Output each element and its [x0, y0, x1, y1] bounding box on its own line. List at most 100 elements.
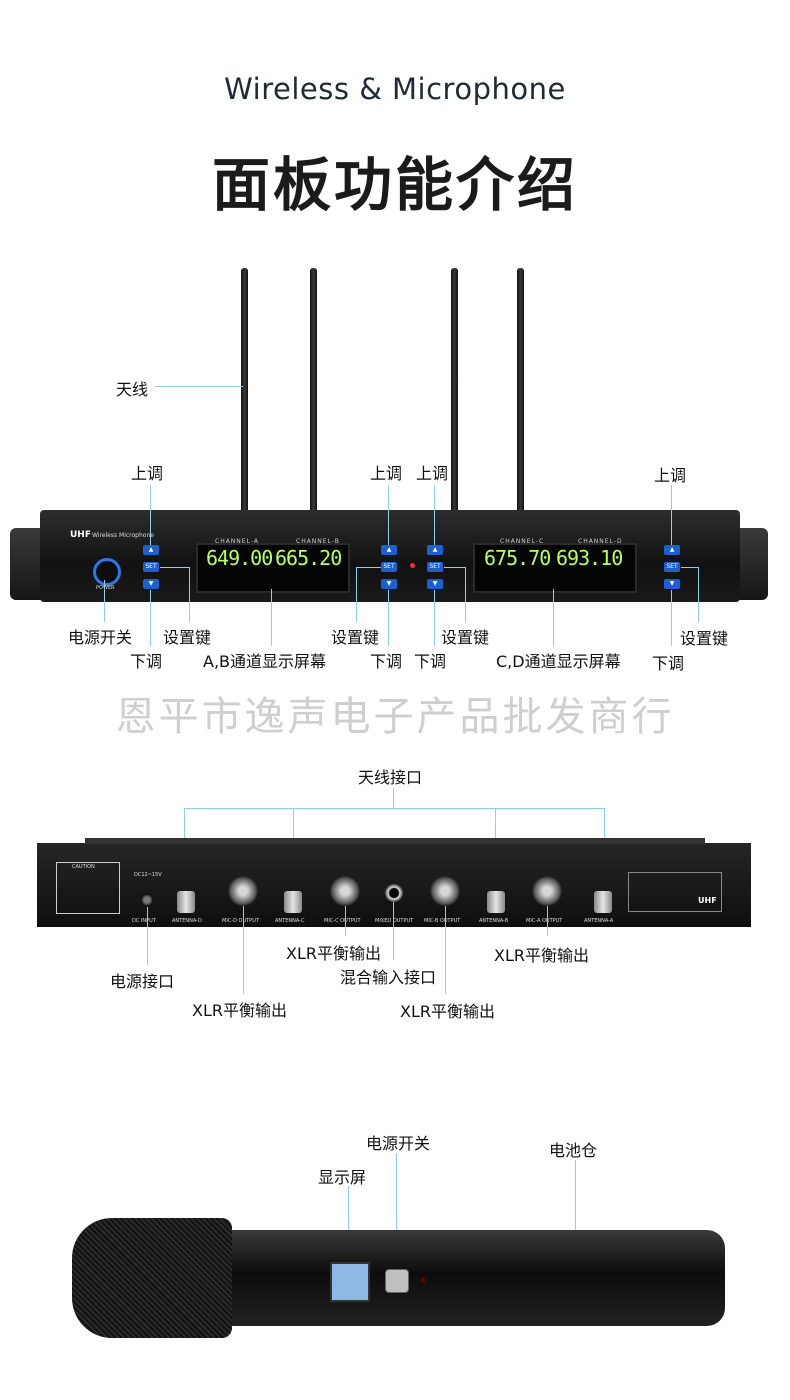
- rear-top-rail: [85, 838, 705, 844]
- microphone-led: [420, 1277, 426, 1283]
- callout-up-a: [150, 485, 151, 545]
- channel-d-label: CHANNEL-D: [578, 538, 623, 545]
- label-mic-battery: 电池仓: [549, 1141, 598, 1160]
- display-cd: [473, 543, 637, 593]
- callout-set-b: [356, 567, 381, 568]
- front-brand-sub: Wireless Microphone: [92, 532, 154, 539]
- label-down-c: 下调: [414, 652, 447, 671]
- callout-mic-power: [396, 1153, 397, 1275]
- callout-down-a: [150, 590, 151, 646]
- antenna-3: [451, 268, 458, 518]
- label-down-d: 下调: [652, 654, 685, 673]
- callout-ab-display: [271, 589, 272, 646]
- mixed-output-jack: [385, 884, 403, 902]
- callout-mic-battery: [575, 1160, 576, 1280]
- callout-set-d: [681, 567, 698, 568]
- label-up-d: 上调: [654, 466, 687, 485]
- port-text-mixed: MIXED OUTPUT: [375, 918, 414, 924]
- power-knob[interactable]: [93, 558, 121, 586]
- label-set-a: 设置键: [163, 628, 212, 647]
- port-text-dc: DC INPUT: [132, 918, 156, 924]
- antenna-a-port: [594, 891, 612, 913]
- label-antenna-port: 天线接口: [358, 768, 423, 787]
- down-button-c[interactable]: ▼: [427, 579, 443, 589]
- mic-b-output: [430, 876, 460, 906]
- up-button-b[interactable]: ▲: [381, 545, 397, 555]
- freq-a: 649.00: [206, 546, 273, 570]
- callout-down-b: [388, 590, 389, 646]
- antenna-4: [517, 268, 524, 518]
- antenna-1: [241, 268, 248, 518]
- header-subtitle: Wireless & Microphone: [224, 72, 566, 106]
- label-set-b: 设置键: [331, 628, 380, 647]
- freq-b: 665.20: [275, 546, 342, 570]
- label-mic-display: 显示屏: [318, 1168, 367, 1187]
- microphone-grille: [72, 1218, 232, 1338]
- port-text-ant-d: ANTENNA-D: [172, 918, 202, 924]
- power-text: POWER: [96, 585, 115, 591]
- callout-power-port: [147, 907, 148, 965]
- set-button-d[interactable]: SET: [664, 562, 680, 572]
- label-up-a: 上调: [131, 464, 164, 483]
- callout-antenna-top: [184, 808, 604, 809]
- antenna-c-port: [284, 891, 302, 913]
- label-mix-port: 混合输入接口: [340, 968, 437, 987]
- callout-set-c-v: [465, 567, 466, 622]
- label-down-a: 下调: [130, 652, 163, 671]
- callout-mix: [393, 902, 394, 960]
- set-button-a[interactable]: SET: [143, 562, 159, 572]
- port-text-ant-b: ANTENNA-B: [479, 918, 509, 924]
- callout-xlr-c: [345, 906, 346, 936]
- callout-up-d: [671, 485, 672, 545]
- callout-xlr-b: [445, 906, 446, 994]
- microphone-display: [330, 1262, 370, 1302]
- mic-d-output: [228, 876, 258, 906]
- freq-c: 675.70: [484, 546, 551, 570]
- port-text-mic-a: MIC-A OUTPUT: [526, 918, 563, 924]
- down-button-d[interactable]: ▼: [664, 579, 680, 589]
- caution-box: [56, 862, 120, 914]
- up-button-c[interactable]: ▲: [427, 545, 443, 555]
- callout-xlr-d: [243, 906, 244, 994]
- watermark: 恩平市逸声电子产品批发商行: [115, 694, 675, 740]
- down-button-a[interactable]: ▼: [143, 579, 159, 589]
- label-up-c: 上调: [416, 464, 449, 483]
- callout-antenna-mid: [393, 788, 394, 808]
- callout-set-a-v: [189, 567, 190, 622]
- label-xlr-c: XLR平衡输出: [286, 944, 381, 963]
- up-button-d[interactable]: ▲: [664, 545, 680, 555]
- antenna-callout-line: [155, 386, 243, 387]
- rear-brand: UHF: [698, 896, 717, 905]
- port-text-mic-b: MIC-B OUTPUT: [424, 918, 461, 924]
- antenna-2: [310, 268, 317, 518]
- mic-c-output: [330, 876, 360, 906]
- spec-plate: [628, 872, 722, 912]
- callout-set-d-v: [698, 567, 699, 622]
- label-mic-power: 电源开关: [366, 1134, 431, 1153]
- port-text-mic-c: MIC-C OUTPUT: [324, 918, 361, 924]
- label-antenna: 天线: [116, 380, 149, 399]
- set-button-c[interactable]: SET: [427, 562, 443, 572]
- display-ab: [196, 543, 350, 593]
- callout-cd-display: [553, 589, 554, 646]
- label-up-b: 上调: [370, 464, 403, 483]
- port-text-ant-a: ANTENNA-A: [584, 918, 614, 924]
- antenna-d-port: [177, 891, 195, 913]
- set-button-b[interactable]: SET: [381, 562, 397, 572]
- callout-set-a: [160, 567, 190, 568]
- microphone-body: [205, 1230, 725, 1326]
- channel-a-label: CHANNEL-A: [215, 538, 259, 545]
- microphone-power-button[interactable]: [385, 1269, 409, 1293]
- label-set-d: 设置键: [680, 629, 729, 648]
- up-button-a[interactable]: ▲: [143, 545, 159, 555]
- label-xlr-d: XLR平衡输出: [192, 1001, 287, 1020]
- callout-down-d: [671, 590, 672, 646]
- front-brand: UHF: [70, 530, 91, 540]
- port-text-mic-d: MIC-D OUTPUT: [222, 918, 259, 924]
- label-xlr-a: XLR平衡输出: [494, 946, 589, 965]
- dc-spec-text: DC12~15V: [134, 872, 162, 878]
- label-set-c: 设置键: [441, 628, 490, 647]
- down-button-b[interactable]: ▼: [381, 579, 397, 589]
- label-xlr-b: XLR平衡输出: [400, 1002, 495, 1021]
- caution-text: CAUTION: [72, 864, 95, 870]
